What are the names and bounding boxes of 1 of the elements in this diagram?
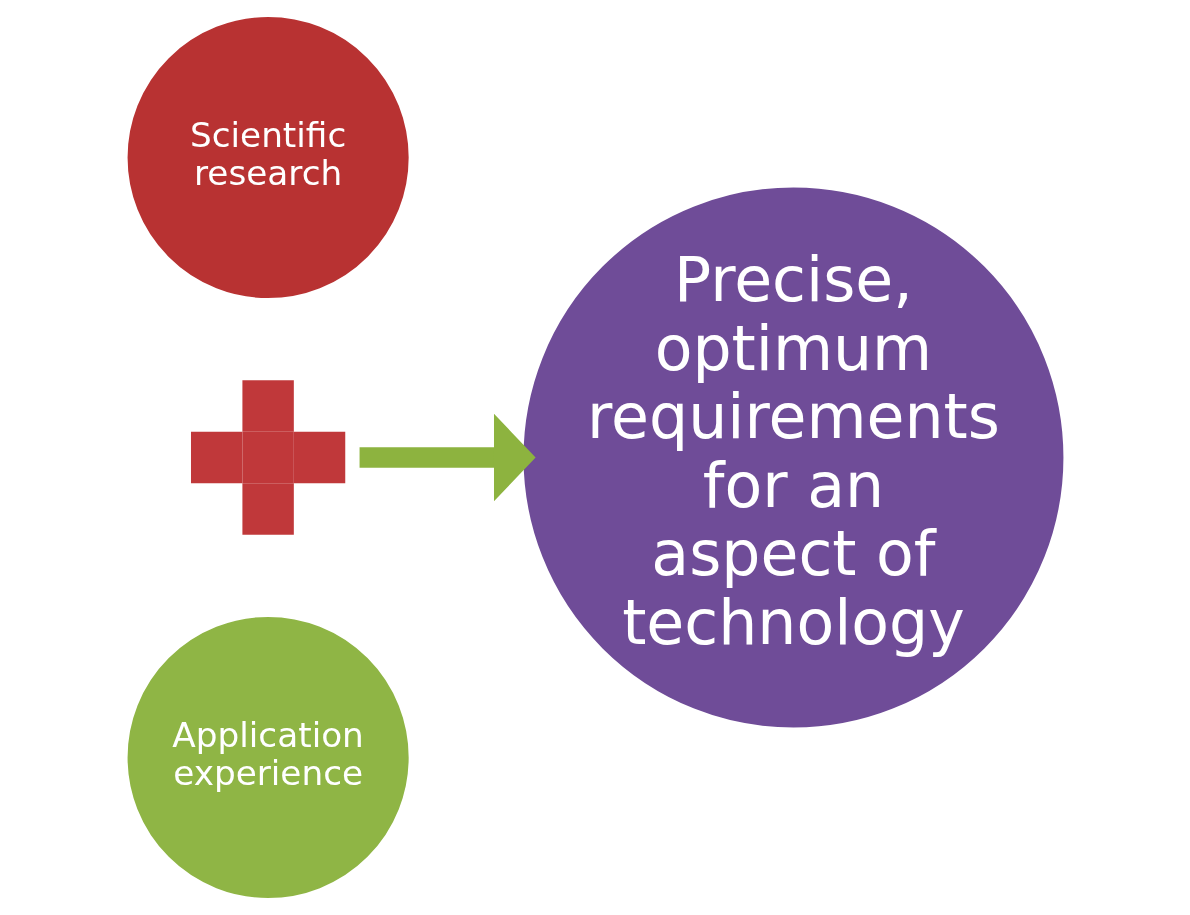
arrow (359, 413, 536, 502)
